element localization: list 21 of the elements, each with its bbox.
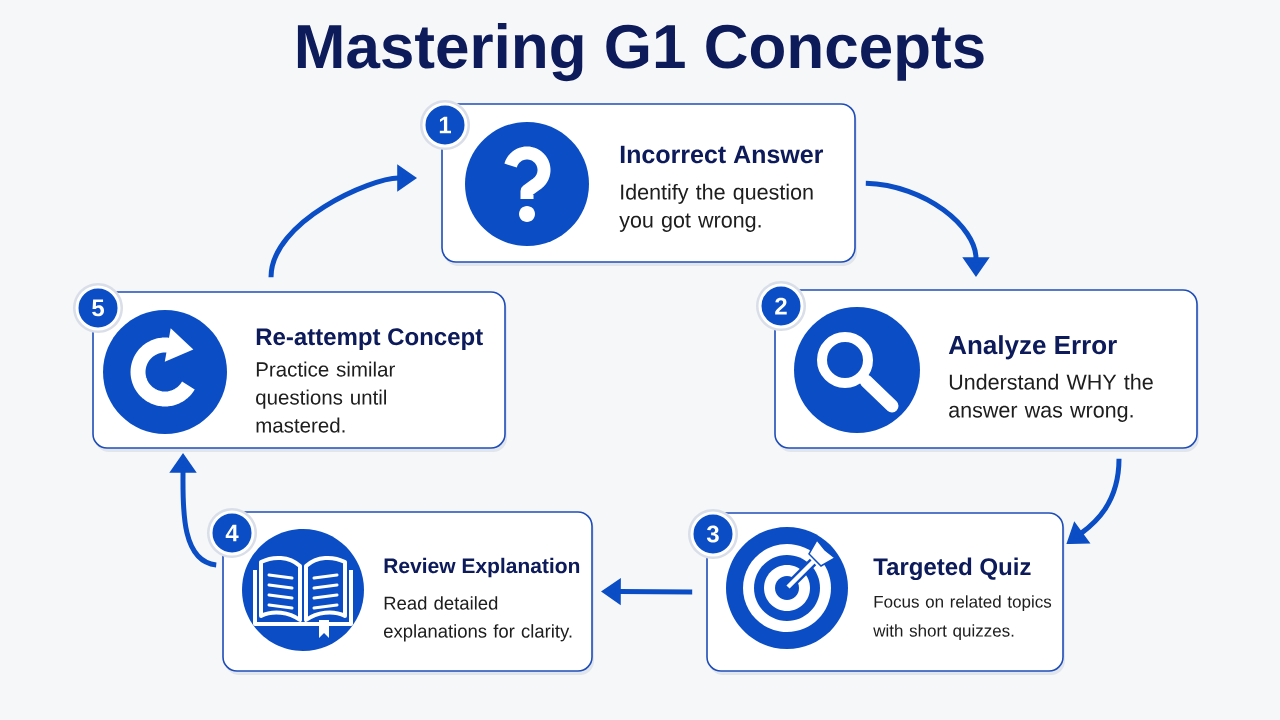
number-badge: 5 bbox=[73, 283, 123, 333]
step-title: Incorrect Answer bbox=[620, 145, 824, 164]
step-description: Practice similar questions until mastered. bbox=[256, 361, 395, 433]
step-box bbox=[222, 511, 594, 675]
step-title: Review Explanation bbox=[384, 557, 580, 578]
number-badge: 2 bbox=[756, 281, 806, 331]
step-description: Understand WHY the answer was wrong. bbox=[949, 373, 1153, 422]
step-box bbox=[774, 289, 1199, 452]
title: Mastering G1 Concepts bbox=[297, 23, 984, 82]
step-box bbox=[441, 103, 857, 266]
step-title: Re-attempt Concept bbox=[256, 328, 483, 350]
number-badge: 1 bbox=[420, 100, 470, 150]
step-description: Identify the question you got wrong. bbox=[619, 183, 813, 232]
step-title: Analyze Error bbox=[948, 335, 1117, 360]
step-box bbox=[92, 291, 507, 452]
number-badge: 3 bbox=[688, 509, 738, 559]
step-description: Read detailed explanations for clarity. bbox=[384, 596, 572, 642]
step-title: Targeted Quiz bbox=[873, 557, 1031, 581]
step-box bbox=[706, 512, 1065, 675]
number-badge: 4 bbox=[207, 508, 257, 558]
step-description: Focus on related topics with short quizzes. bbox=[873, 595, 1052, 641]
